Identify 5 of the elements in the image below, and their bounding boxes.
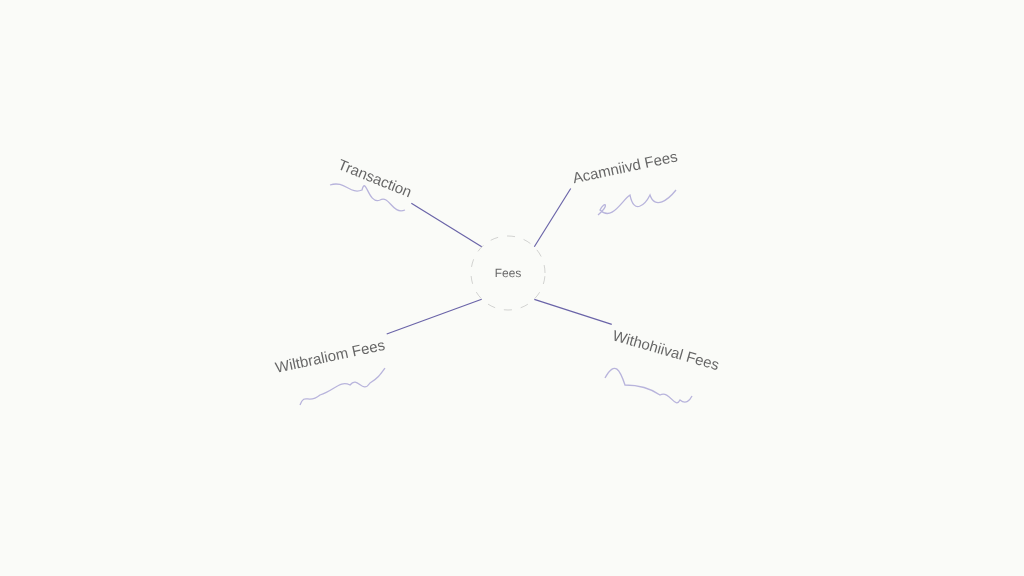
branch-label: Wiltbraliom Fees	[274, 342, 385, 373]
connector-line	[533, 298, 613, 325]
connector-line	[410, 202, 483, 248]
connector-line	[386, 298, 483, 335]
connector-line	[533, 187, 572, 248]
